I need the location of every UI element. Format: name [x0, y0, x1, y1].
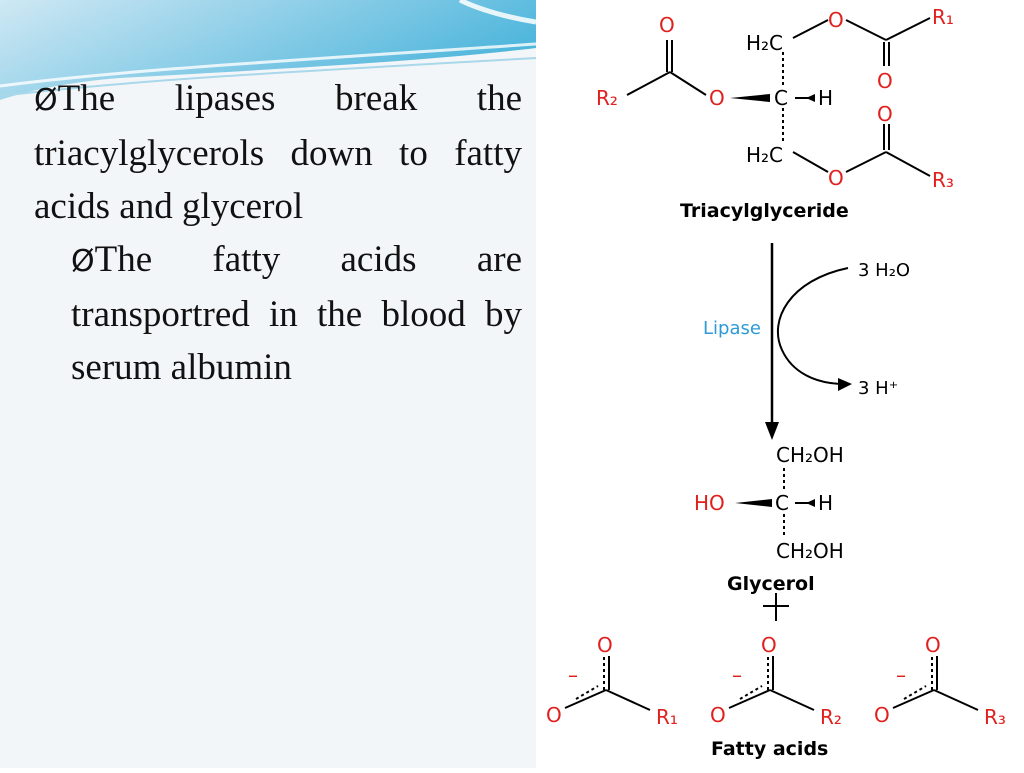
arrow-bullet-icon: Ø [71, 244, 95, 279]
group-r3: R₃ [984, 705, 1006, 729]
group-r2: R₂ [820, 705, 842, 729]
oxygen-atom: O [709, 86, 725, 110]
group-h2c: H₂C [746, 31, 783, 55]
oxygen-atom: O [828, 166, 844, 190]
group-r2: R₂ [596, 86, 618, 110]
arrow-bullet-icon: Ø [34, 83, 58, 118]
oxygen-atom: O [828, 8, 844, 32]
glycerol-label: Glycerol [727, 573, 815, 595]
carbon-atom: C [775, 491, 789, 515]
reaction-diagram-panel: O R₁ O O H₂C R₂ O C H O H₂C O R₃ Triacyl… [536, 0, 1024, 768]
carbon-atom: C [774, 86, 788, 110]
group-r1: R₁ [656, 705, 678, 729]
oxygen-atom: O [877, 69, 893, 93]
oxygen-atom: O [546, 703, 562, 727]
hydrogen-atom: H [818, 491, 833, 515]
oxygen-atom: O [710, 703, 726, 727]
lipase-reaction-diagram: O R₁ O O H₂C R₂ O C H O H₂C O R₃ Triacyl… [546, 5, 1006, 760]
triacylglyceride-label: Triacylglyceride [680, 200, 849, 222]
oxygen-atom: O [877, 102, 893, 126]
bullet-point-1-text: The lipases break the triacylglycerols d… [34, 78, 522, 227]
oxygen-atom: O [874, 703, 890, 727]
negative-charge: – [896, 663, 906, 687]
bullet-point-2-text: The fatty acids are transportred in the … [71, 239, 522, 388]
group-h2c: H₂C [746, 143, 783, 167]
decorative-banner [0, 0, 536, 100]
slide-text-panel: ØThe lipases break the triacylglycerols … [0, 0, 536, 768]
group-ch2oh: CH₂OH [776, 443, 844, 467]
bullet-list: ØThe lipases break the triacylglycerols … [34, 72, 522, 394]
oxygen-atom: O [761, 633, 777, 657]
oxygen-atom: O [659, 13, 675, 37]
oxygen-atom: O [925, 633, 941, 657]
negative-charge: – [732, 663, 742, 687]
group-r3: R₃ [932, 168, 954, 192]
oxygen-atom: O [597, 633, 613, 657]
lipase-enzyme-label: Lipase [703, 318, 761, 339]
water-reactant: 3 H₂O [858, 260, 910, 281]
bullet-point-2: ØThe fatty acids are transportred in the… [34, 233, 522, 394]
bullet-point-1: ØThe lipases break the triacylglycerols … [34, 72, 522, 233]
group-ch2oh: CH₂OH [776, 539, 844, 563]
proton-product: 3 H⁺ [858, 378, 898, 399]
group-r1: R₁ [932, 5, 954, 29]
group-ho: HO [694, 491, 725, 515]
hydrogen-atom: H [818, 86, 833, 110]
fatty-acids-label: Fatty acids [711, 738, 828, 760]
negative-charge: – [568, 663, 578, 687]
